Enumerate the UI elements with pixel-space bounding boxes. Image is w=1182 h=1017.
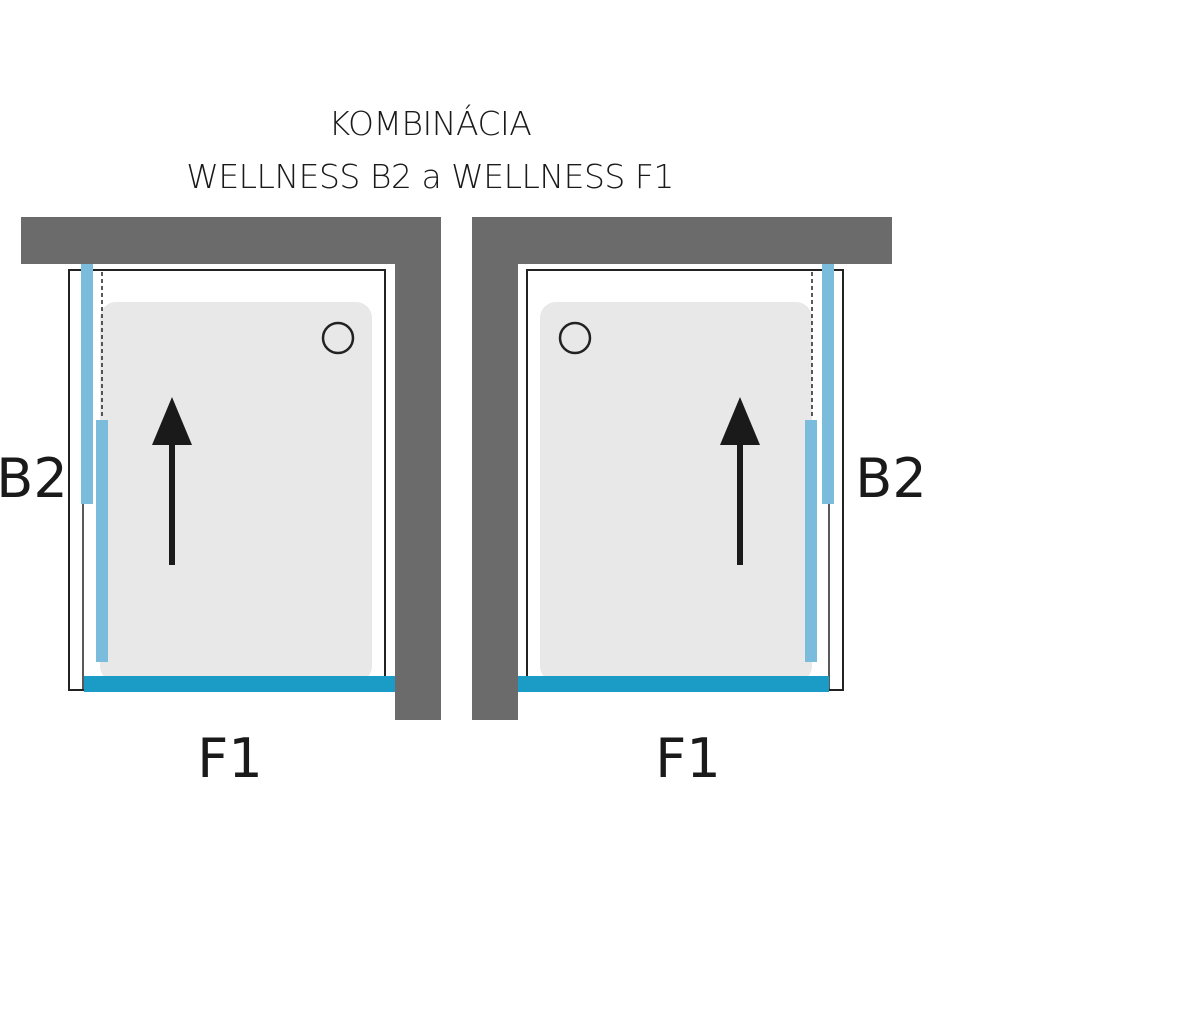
title-line-1: KOMBINÁCIA bbox=[329, 103, 532, 143]
wall-right-top bbox=[472, 217, 892, 264]
title-line-2: WELLNESS B2 a WELLNESS F1 bbox=[186, 157, 674, 196]
side-panel-b2-fixed-left bbox=[81, 264, 93, 504]
side-panel-b2-fixed-right bbox=[822, 264, 834, 504]
layout-right: B2 F1 bbox=[472, 217, 927, 790]
shower-tray-left bbox=[100, 302, 372, 682]
front-panel-f1-left bbox=[84, 676, 395, 692]
shower-tray-right bbox=[540, 302, 812, 682]
side-panel-b2-sliding-right bbox=[805, 420, 817, 662]
arrow-up-icon bbox=[152, 397, 192, 445]
wall-right-side bbox=[472, 217, 518, 720]
layout-left: B2 F1 bbox=[0, 217, 441, 790]
front-panel-label-left: F1 bbox=[197, 727, 262, 790]
drain-icon bbox=[321, 321, 355, 355]
arrow-up-icon bbox=[720, 397, 760, 445]
side-panel-label-right: B2 bbox=[855, 447, 926, 510]
side-panel-label-left: B2 bbox=[0, 447, 68, 510]
drain-icon bbox=[558, 321, 592, 355]
front-panel-label-right: F1 bbox=[655, 727, 720, 790]
wall-left-top bbox=[21, 217, 441, 264]
side-panel-b2-sliding-left bbox=[96, 420, 108, 662]
wall-left-side bbox=[395, 217, 441, 720]
front-panel-f1-right bbox=[518, 676, 829, 692]
